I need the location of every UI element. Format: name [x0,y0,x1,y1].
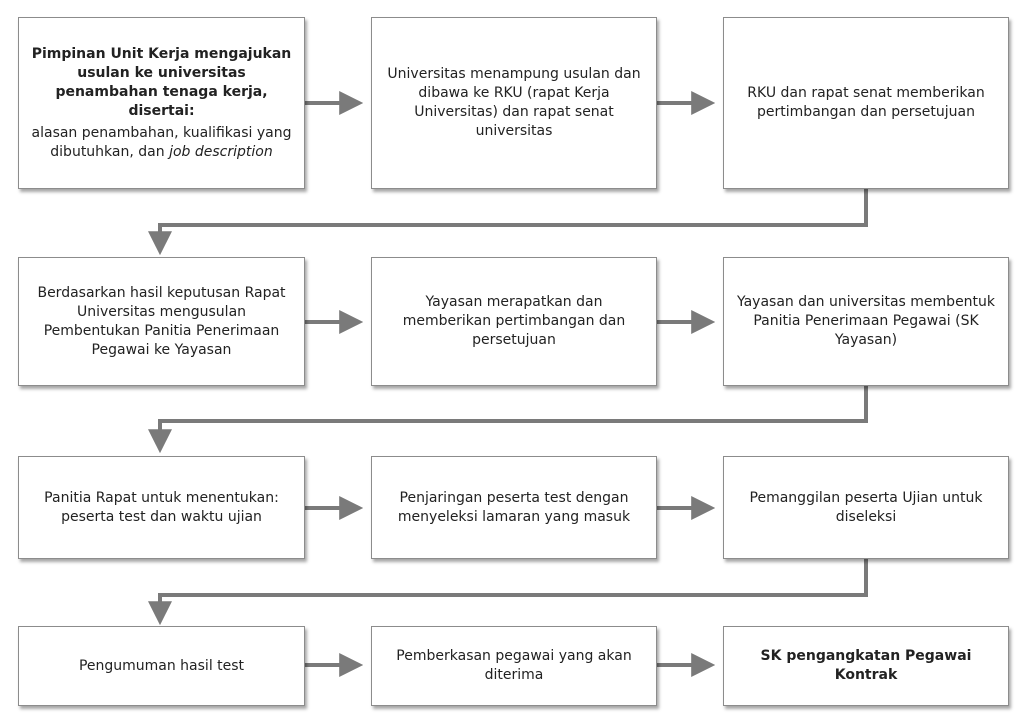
arrow-s3-s4 [148,189,868,256]
step-2-text: Universitas menampung usulan dan dibawa … [387,66,641,139]
step-8-text: Penjaringan peserta test dengan menyelek… [397,489,631,525]
step-7-text: Panitia Rapat untuk menentukan: peserta … [44,489,279,525]
step-1-detail-italic: job description [169,143,273,160]
step-10-text: Pengumuman hasil test [78,657,245,674]
step-9-text: Pemanggilan peserta Ujian untuk diseleks… [749,489,983,525]
step-box-8: Penjaringan peserta test dengan menyelek… [371,456,657,559]
arrow-s9-s10 [148,559,868,626]
step-box-7: Panitia Rapat untuk menentukan: peserta … [18,456,305,559]
step-5-text: Yayasan merapatkan dan memberikan pertim… [402,294,626,348]
step-box-12: SK pengangkatan Pegawai Kontrak [723,626,1009,706]
step-box-10: Pengumuman hasil test [18,626,305,706]
step-box-2: Universitas menampung usulan dan dibawa … [371,17,657,189]
step-box-4: Berdasarkan hasil keputusan Rapat Univer… [18,257,305,386]
step-11-text: Pemberkasan pegawai yang akan diterima [396,648,632,683]
arrow-s6-s7 [148,386,868,454]
step-box-11: Pemberkasan pegawai yang akan diterima [371,626,657,706]
step-box-3: RKU dan rapat senat memberikan pertimban… [723,17,1009,189]
step-6-text: Yayasan dan universitas membentuk Paniti… [736,294,996,348]
step-box-1: Pimpinan Unit Kerja mengajukan usulan ke… [18,17,305,189]
step-12-text: SK pengangkatan Pegawai Kontrak [760,648,972,683]
step-1-detail: alasan penambahan, kualifikasi yang dibu… [29,124,294,162]
step-box-5: Yayasan merapatkan dan memberikan pertim… [371,257,657,386]
step-1-heading: Pimpinan Unit Kerja mengajukan usulan ke… [31,45,292,119]
step-box-6: Yayasan dan universitas membentuk Paniti… [723,257,1009,386]
step-3-text: RKU dan rapat senat memberikan pertimban… [747,85,985,120]
step-1-detail-text: alasan penambahan, kualifikasi yang dibu… [31,124,292,160]
step-box-9: Pemanggilan peserta Ujian untuk diseleks… [723,456,1009,559]
step-4-text: Berdasarkan hasil keputusan Rapat Univer… [37,284,286,358]
